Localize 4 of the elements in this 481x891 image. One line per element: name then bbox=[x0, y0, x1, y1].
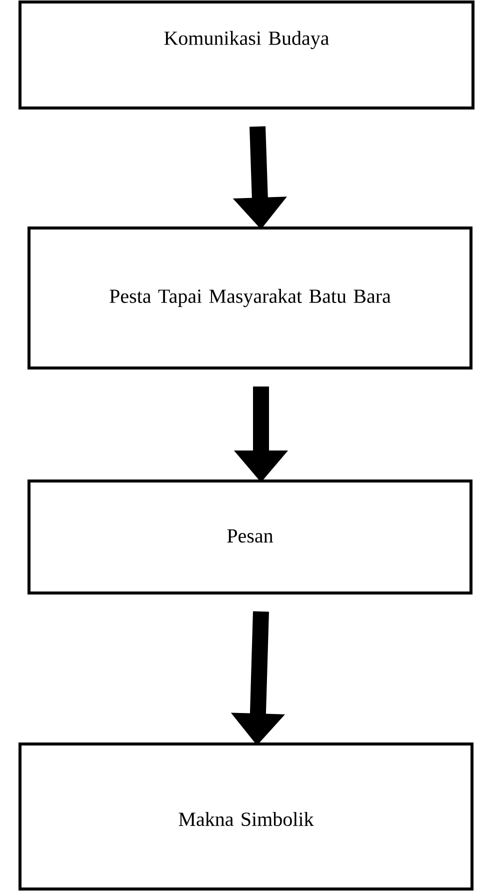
process-box: Pesan bbox=[28, 480, 472, 594]
process-box: Makna Simbolik bbox=[18, 742, 474, 890]
process-box: Pesta Tapai Masyarakat Batu Bara bbox=[28, 226, 472, 370]
process-box: Komunikasi Budaya bbox=[18, 0, 474, 110]
